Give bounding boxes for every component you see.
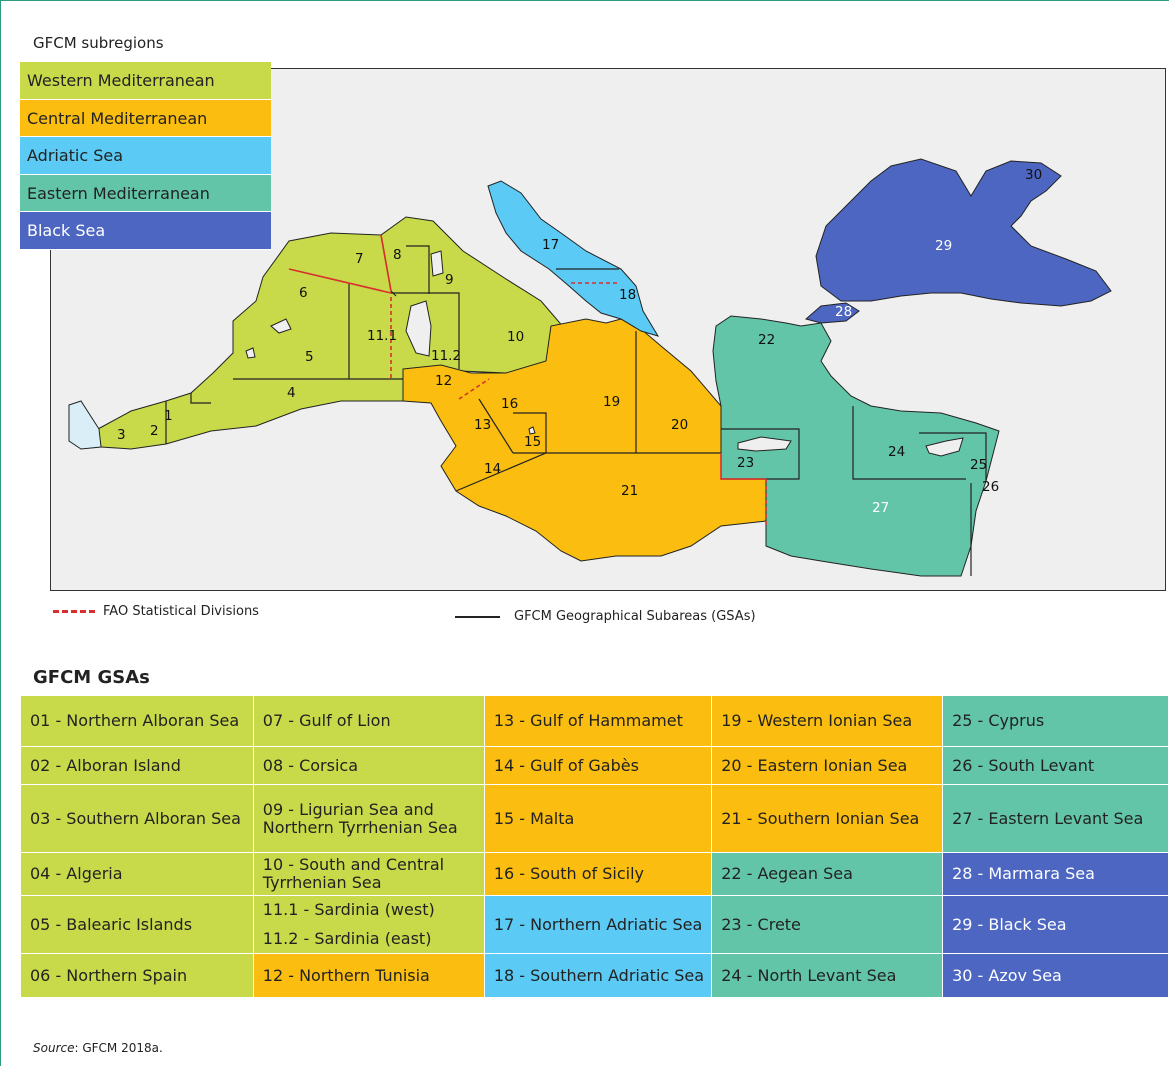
- table-cell: 16 - South of Sicily: [483, 852, 713, 896]
- gsa-map-label: 5: [305, 349, 314, 365]
- gsa-table-title: GFCM GSAs: [33, 667, 150, 688]
- gsa-map-label: 11.1: [367, 328, 397, 344]
- gsa-map-label: 24: [888, 444, 905, 460]
- gsa-map-label: 21: [621, 483, 638, 499]
- gsa-map-label: 19: [603, 394, 620, 410]
- legend-item: Central Mediterranean: [20, 99, 271, 138]
- table-cell: 19 - Western Ionian Sea: [711, 695, 944, 747]
- table-cell: 20 - Eastern Ionian Sea: [711, 746, 944, 785]
- gsa-map-label: 26: [982, 479, 999, 495]
- table-cell: 27 - Eastern Levant Sea: [942, 784, 1169, 853]
- gsa-map-label: 15: [524, 434, 541, 450]
- table-cell: 29 - Black Sea: [942, 895, 1169, 954]
- gsa-map-label: 1: [164, 408, 173, 424]
- fao-key-label: FAO Statistical Divisions: [103, 604, 259, 619]
- region-strait: [68, 400, 102, 450]
- region-black-sea: [815, 158, 1112, 307]
- table-cell: 22 - Aegean Sea: [711, 852, 944, 896]
- table-cell: 07 - Gulf of Lion: [252, 695, 485, 747]
- gsa-map-label: 29: [935, 238, 952, 254]
- table-cell-line: 11.2 - Sardinia (east): [262, 928, 432, 948]
- gsa-map-label: 4: [287, 385, 296, 401]
- table-cell: 06 - Northern Spain: [20, 953, 254, 998]
- table-cell: 17 - Northern Adriatic Sea: [483, 895, 713, 954]
- gsa-map-label: 14: [484, 461, 501, 477]
- gsa-map-label: 11.2: [431, 348, 461, 364]
- gsa-map-label: 7: [355, 251, 364, 267]
- region-eastern-mediterranean: [712, 315, 1000, 577]
- region-adriatic-sea: [487, 180, 660, 337]
- map-subtitle: GFCM subregions: [33, 34, 164, 52]
- table-cell: 23 - Crete: [711, 895, 944, 954]
- table-cell: 02 - Alboran Island: [20, 746, 254, 785]
- table-cell: 24 - North Levant Sea: [711, 953, 944, 998]
- fao-key: FAO Statistical Divisions: [53, 604, 259, 619]
- gsa-map-label: 25: [970, 457, 987, 473]
- table-cell: 04 - Algeria: [20, 852, 254, 896]
- gsa-map-label: 6: [299, 285, 308, 301]
- table-cell: 21 - Southern Ionian Sea: [711, 784, 944, 853]
- gsa-map-label: 9: [445, 272, 454, 288]
- gsa-map-label: 23: [737, 455, 754, 471]
- table-cell: 11.1 - Sardinia (west) 11.2 - Sardinia (e…: [252, 895, 485, 954]
- source-label: Source: [33, 1041, 75, 1055]
- solid-line-swatch: [455, 615, 500, 618]
- gsa-map-label: 12: [435, 373, 452, 389]
- table-cell: 25 - Cyprus: [942, 695, 1169, 747]
- gsa-map-label: 8: [393, 247, 402, 263]
- gsa-map-label: 16: [501, 396, 518, 412]
- source-note: Source: GFCM 2018a.: [33, 1041, 163, 1055]
- gsa-map-label: 17: [542, 237, 559, 253]
- table-cell: 14 - Gulf of Gabès: [483, 746, 713, 785]
- source-text: : GFCM 2018a.: [74, 1041, 163, 1055]
- gsa-map-label: 22: [758, 332, 775, 348]
- gsa-map-label: 30: [1025, 167, 1042, 183]
- table-cell: 26 - South Levant: [942, 746, 1169, 785]
- legend-item: Adriatic Sea: [20, 137, 271, 175]
- gsa-key: GFCM Geographical Subareas (GSAs): [455, 609, 756, 624]
- table-cell: 28 - Marmara Sea: [942, 852, 1169, 896]
- fao-divisions: [288, 234, 767, 526]
- table-cell: 30 - Azov Sea: [942, 953, 1169, 998]
- table-cell: 13 - Gulf of Hammamet: [483, 695, 713, 747]
- table-cell: 15 - Malta: [483, 784, 713, 853]
- table-cell: 01 - Northern Alboran Sea: [20, 695, 254, 747]
- islands: [245, 250, 964, 457]
- gsa-map-label: 27: [872, 500, 889, 516]
- table-cell: 09 - Ligurian Sea and Northern Tyrrhenia…: [252, 784, 485, 853]
- legend-item: Western Mediterranean: [20, 62, 271, 100]
- legend-item: Eastern Mediterranean: [20, 174, 271, 213]
- gsa-map-label: 2: [150, 423, 159, 439]
- region-marmara-sea: [804, 302, 860, 324]
- dashed-line-swatch: [53, 610, 95, 613]
- gsa-map-label: 10: [507, 329, 524, 345]
- table-cell: 10 - South and Central Tyrrhenian Sea: [252, 852, 485, 896]
- gsa-map-label: 18: [619, 287, 636, 303]
- gsa-map-label: 13: [474, 417, 491, 433]
- table-cell: 18 - Southern Adriatic Sea: [483, 953, 713, 998]
- table-cell: 05 - Balearic Islands: [20, 895, 254, 954]
- gsa-map-label: 3: [117, 427, 126, 443]
- table-cell: 03 - Southern Alboran Sea: [20, 784, 254, 853]
- legend-item: Black Sea: [20, 212, 271, 250]
- table-cell-line: 11.1 - Sardinia (west): [262, 900, 435, 920]
- gsa-map-label: 20: [671, 417, 688, 433]
- gsa-map-label: 28: [835, 304, 852, 320]
- table-cell: 08 - Corsica: [252, 746, 485, 785]
- table-cell: 12 - Northern Tunisia: [252, 953, 485, 998]
- gsa-key-label: GFCM Geographical Subareas (GSAs): [514, 609, 756, 624]
